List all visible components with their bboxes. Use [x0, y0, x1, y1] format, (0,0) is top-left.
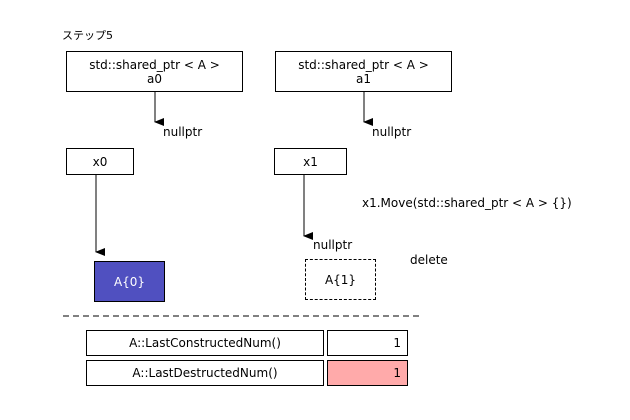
table-row-destructed-value: 1 [327, 360, 408, 386]
table-row-constructed-value: 1 [327, 330, 408, 356]
move-operation-label: x1.Move(std::shared_ptr < A > {}) [362, 196, 572, 210]
a1-type-label: std::shared_ptr < A > [298, 57, 429, 72]
a1-name-label: a1 [356, 71, 371, 86]
constructed-value-text: 1 [393, 336, 401, 350]
x0-label: x0 [92, 154, 108, 169]
a0-name-label: a0 [147, 71, 162, 86]
x0-box: x0 [66, 148, 134, 175]
delete-label: delete [410, 253, 448, 267]
object-a0-box: A{0} [94, 261, 165, 302]
x1-label: x1 [303, 154, 318, 169]
destructed-label-text: A::LastDestructedNum() [132, 366, 278, 380]
x1-box: x1 [274, 148, 347, 175]
shared-ptr-a1-box: std::shared_ptr < A > a1 [275, 51, 452, 92]
destructed-value-text: 1 [393, 366, 401, 380]
object-a0-label: A{0} [113, 274, 146, 289]
deleted-object-a1-box: A{1} [305, 259, 376, 300]
table-row-destructed-label: A::LastDestructedNum() [86, 360, 324, 386]
constructed-label-text: A::LastConstructedNum() [129, 336, 281, 350]
a1-nullptr-label: nullptr [372, 125, 412, 139]
step-label: ステップ5 [62, 29, 113, 42]
a0-type-label: std::shared_ptr < A > [89, 57, 220, 72]
shared-ptr-a0-box: std::shared_ptr < A > a0 [66, 51, 243, 92]
deleted-object-a1-label: A{1} [324, 272, 357, 287]
x1-nullptr-label: nullptr [313, 238, 353, 252]
table-row-constructed-label: A::LastConstructedNum() [86, 330, 324, 356]
a0-nullptr-label: nullptr [163, 125, 203, 139]
